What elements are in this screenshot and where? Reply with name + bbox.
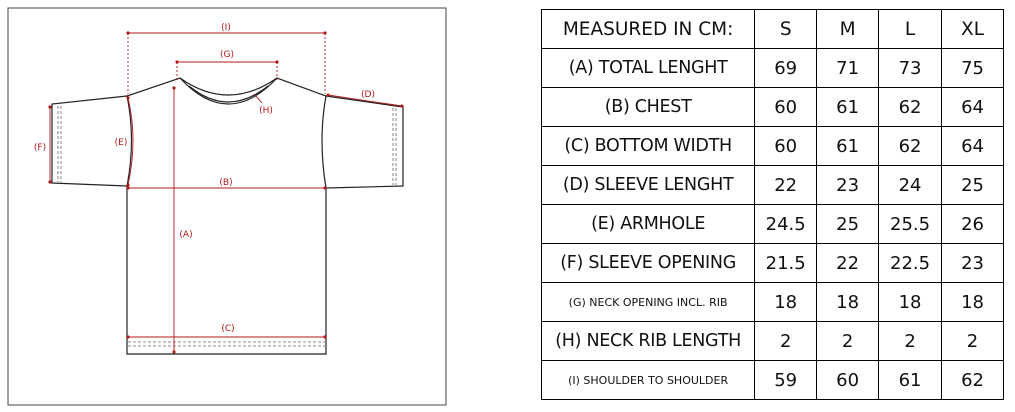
cell-value: 71 <box>816 48 880 88</box>
table-row: (C) BOTTOM WIDTH 60 61 62 64 <box>540 126 1004 166</box>
row-label: (G) NECK OPENING INCL. RIB <box>540 282 756 322</box>
cell-value: 25 <box>941 165 1004 205</box>
cell-value: 18 <box>941 282 1004 322</box>
cell-value: 26 <box>941 204 1004 244</box>
cell-value: 18 <box>816 282 880 322</box>
cell-value: 61 <box>816 87 880 127</box>
row-label: (I) SHOULDER TO SHOULDER <box>540 360 756 400</box>
table-row: (B) CHEST 60 61 62 64 <box>540 87 1004 127</box>
cell-value: 64 <box>941 126 1004 166</box>
cell-value: 62 <box>941 360 1004 400</box>
table-row: (F) SLEEVE OPENING 21.5 22 22.5 23 <box>540 243 1004 283</box>
measure-line-neck-rib <box>254 94 263 104</box>
label-sleeve-length: (D) <box>361 90 375 100</box>
stitch-lines <box>57 106 397 347</box>
table-row: (I) SHOULDER TO SHOULDER 59 60 61 62 <box>540 360 1004 400</box>
cell-value: 25.5 <box>878 204 943 244</box>
cell-value: 61 <box>878 360 943 400</box>
cell-value: 60 <box>754 87 818 127</box>
tshirt-diagram: (I) (G) (H) (D) (E) (F) (B) (A) (C) <box>0 0 450 412</box>
measure-line-armhole <box>126 96 134 187</box>
row-label: (A) TOTAL LENGHT <box>540 48 756 88</box>
label-armhole: (E) <box>115 138 128 148</box>
cell-value: 18 <box>878 282 943 322</box>
cell-value: 2 <box>941 321 1004 361</box>
cell-value: 18 <box>754 282 818 322</box>
cell-value: 22.5 <box>878 243 943 283</box>
label-total-length: (A) <box>179 230 192 240</box>
label-shoulder: (I) <box>221 23 231 33</box>
cell-value: 61 <box>816 126 880 166</box>
table-row: (D) SLEEVE LENGHT 22 23 24 25 <box>540 165 1004 205</box>
diagram-frame <box>7 7 447 406</box>
header-size-m: M <box>816 9 880 49</box>
cell-value: 24 <box>878 165 943 205</box>
cell-value: 64 <box>941 87 1004 127</box>
cell-value: 62 <box>878 126 943 166</box>
row-label: (F) SLEEVE OPENING <box>540 243 756 283</box>
header-measured-label: MEASURED IN CM: <box>540 9 756 49</box>
size-chart-table: MEASURED IN CM: S M L XL (A) TOTAL LENGH… <box>540 9 1004 400</box>
header-size-xl: XL <box>941 9 1004 49</box>
table-row: (E) ARMHOLE 24.5 25 25.5 26 <box>540 204 1004 244</box>
row-label: (C) BOTTOM WIDTH <box>540 126 756 166</box>
cell-value: 21.5 <box>754 243 818 283</box>
cell-value: 2 <box>816 321 880 361</box>
cell-value: 23 <box>816 165 880 205</box>
row-label: (H) NECK RIB LENGTH <box>540 321 756 361</box>
cell-value: 60 <box>754 126 818 166</box>
label-bottom-width: (C) <box>221 324 234 334</box>
cell-value: 2 <box>754 321 818 361</box>
cell-value: 73 <box>878 48 943 88</box>
label-sleeve-opening: (F) <box>34 143 46 153</box>
cell-value: 23 <box>941 243 1004 283</box>
cell-value: 62 <box>878 87 943 127</box>
label-chest: (B) <box>219 178 232 188</box>
label-neck-rib: (H) <box>259 106 273 116</box>
row-label: (D) SLEEVE LENGHT <box>540 165 756 205</box>
table-row: (H) NECK RIB LENGTH 2 2 2 2 <box>540 321 1004 361</box>
table-header-row: MEASURED IN CM: S M L XL <box>540 9 1004 49</box>
cell-value: 59 <box>754 360 818 400</box>
cell-value: 2 <box>878 321 943 361</box>
table-row: (A) TOTAL LENGHT 69 71 73 75 <box>540 48 1004 88</box>
header-size-s: S <box>754 9 818 49</box>
cell-value: 22 <box>754 165 818 205</box>
cell-value: 60 <box>816 360 880 400</box>
cell-value: 22 <box>816 243 880 283</box>
row-label: (B) CHEST <box>540 87 756 127</box>
label-neck-opening: (G) <box>220 50 234 60</box>
tshirt-outline <box>51 77 404 355</box>
table-row: (G) NECK OPENING INCL. RIB 18 18 18 18 <box>540 282 1004 322</box>
cell-value: 75 <box>941 48 1004 88</box>
row-label: (E) ARMHOLE <box>540 204 756 244</box>
cell-value: 25 <box>816 204 880 244</box>
header-size-l: L <box>878 9 943 49</box>
cell-value: 24.5 <box>754 204 818 244</box>
measure-line-sleeve-length <box>326 93 404 108</box>
cell-value: 69 <box>754 48 818 88</box>
